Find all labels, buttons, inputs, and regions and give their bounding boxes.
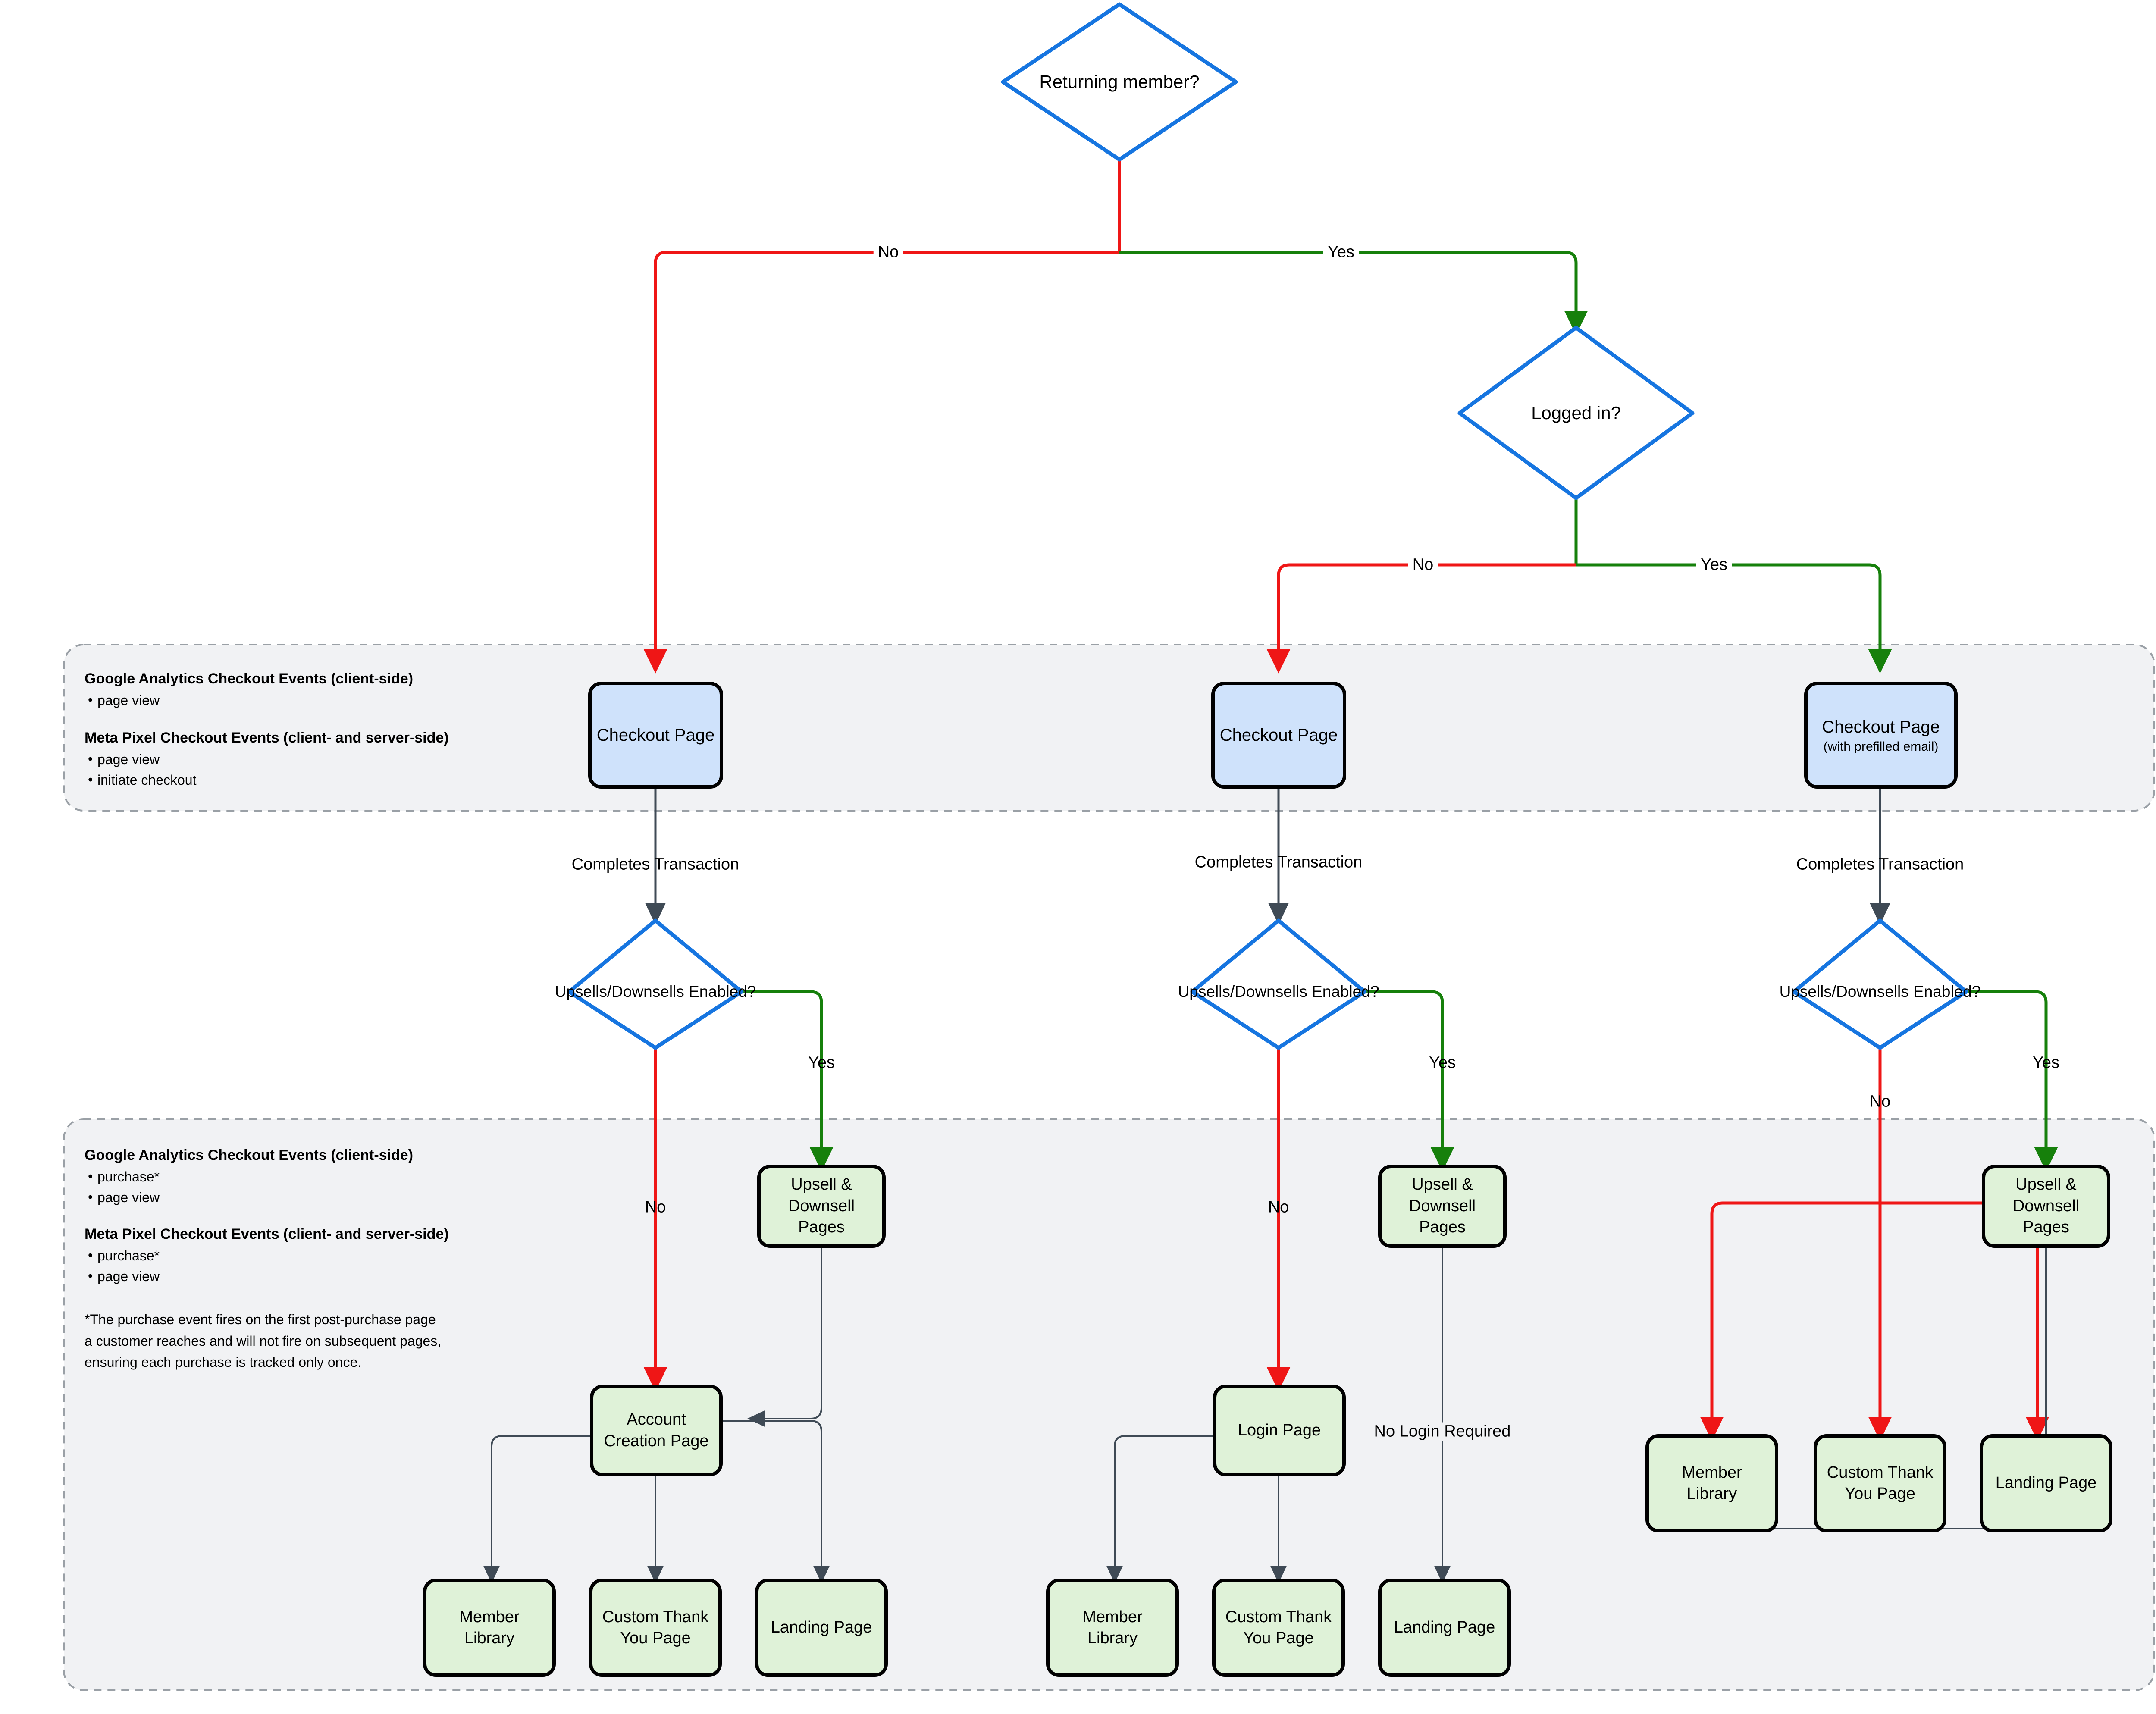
- decision-upsells-middle-shape[interactable]: [1190, 918, 1367, 1050]
- edge-label-completes-transaction-left: Completes Transaction: [571, 855, 740, 874]
- edge-label-no-login-required: No Login Required: [1368, 1422, 1517, 1441]
- edge-label-upsells-yes-right: Yes: [2033, 1053, 2059, 1072]
- node-login-page-shape[interactable]: [1213, 1385, 1346, 1476]
- group-checkout-events-annotation: Google Analytics Checkout Events (client…: [85, 671, 537, 790]
- list-item: purchase*: [85, 1245, 542, 1266]
- node-custom-thank-you-left-shape[interactable]: [589, 1579, 722, 1677]
- node-custom-thank-you-right-shape[interactable]: [1814, 1434, 1946, 1532]
- node-custom-thank-you-middle-shape[interactable]: [1212, 1579, 1345, 1677]
- node-member-library-middle-shape[interactable]: [1046, 1579, 1179, 1677]
- decision-upsells-left-shape[interactable]: [567, 918, 744, 1050]
- node-landing-page-left-shape[interactable]: [755, 1579, 888, 1677]
- decision-upsells-right-shape[interactable]: [1792, 918, 1968, 1050]
- group-checkout-ga-heading: Google Analytics Checkout Events (client…: [85, 671, 414, 687]
- group-purchase-footnote: *The purchase event fires on the first p…: [85, 1309, 542, 1373]
- group-purchase-meta-events: purchase* page view: [85, 1245, 542, 1287]
- node-checkout-page-prefilled-shape[interactable]: [1804, 682, 1958, 789]
- group-purchase-footnote-line1: *The purchase event fires on the first p…: [85, 1312, 436, 1327]
- edge-label-upsells-no-right: No: [1869, 1092, 1891, 1111]
- decision-logged-in-shape[interactable]: [1457, 326, 1695, 500]
- node-landing-page-right-shape[interactable]: [1980, 1434, 2112, 1532]
- group-checkout-events-container: [63, 644, 2155, 812]
- list-item: page view: [85, 1266, 542, 1287]
- node-upsell-right-shape[interactable]: [1982, 1165, 2110, 1248]
- list-item: purchase*: [85, 1166, 542, 1187]
- node-landing-page-middle-shape[interactable]: [1378, 1579, 1511, 1677]
- node-upsell-middle-shape[interactable]: [1378, 1165, 1507, 1248]
- group-checkout-meta-events: page view initiate checkout: [85, 749, 537, 790]
- edge-label-returning-yes: Yes: [1323, 243, 1359, 262]
- group-purchase-ga-events: purchase* page view: [85, 1166, 542, 1208]
- edge-label-returning-no: No: [873, 243, 903, 262]
- group-purchase-footnote-line3: ensuring each purchase is tracked only o…: [85, 1354, 362, 1370]
- edge-label-completes-transaction-right: Completes Transaction: [1796, 855, 1964, 874]
- node-checkout-page-left-shape[interactable]: [588, 682, 723, 789]
- list-item: page view: [85, 749, 537, 770]
- edge-label-upsells-no-middle: No: [1268, 1198, 1289, 1216]
- list-item: page view: [85, 689, 537, 711]
- edge-label-loggedin-no: No: [1408, 555, 1438, 574]
- edge-label-loggedin-yes: Yes: [1696, 555, 1732, 574]
- group-checkout-ga-events: page view: [85, 689, 537, 711]
- group-purchase-ga-heading: Google Analytics Checkout Events (client…: [85, 1147, 414, 1163]
- list-item: page view: [85, 1187, 542, 1208]
- edge-label-upsells-yes-middle: Yes: [1429, 1053, 1456, 1072]
- node-member-library-right-shape[interactable]: [1645, 1434, 1778, 1532]
- group-purchase-footnote-line2: a customer reaches and will not fire on …: [85, 1333, 442, 1349]
- edge-label-upsells-no-left: No: [645, 1198, 666, 1216]
- group-checkout-meta-heading: Meta Pixel Checkout Events (client- and …: [85, 730, 449, 746]
- list-item: initiate checkout: [85, 769, 537, 790]
- group-purchase-meta-heading: Meta Pixel Checkout Events (client- and …: [85, 1226, 449, 1242]
- node-member-library-left-shape[interactable]: [423, 1579, 556, 1677]
- node-upsell-left-shape[interactable]: [757, 1165, 886, 1248]
- node-checkout-page-middle-shape[interactable]: [1211, 682, 1346, 789]
- node-account-creation-shape[interactable]: [590, 1385, 723, 1476]
- group-purchase-events-container: [63, 1118, 2155, 1691]
- edge-label-completes-transaction-middle: Completes Transaction: [1194, 853, 1363, 871]
- decision-returning-member-shape[interactable]: [1001, 2, 1238, 162]
- group-purchase-events-annotation: Google Analytics Checkout Events (client…: [85, 1147, 542, 1373]
- edge-label-upsells-yes-left: Yes: [808, 1053, 835, 1072]
